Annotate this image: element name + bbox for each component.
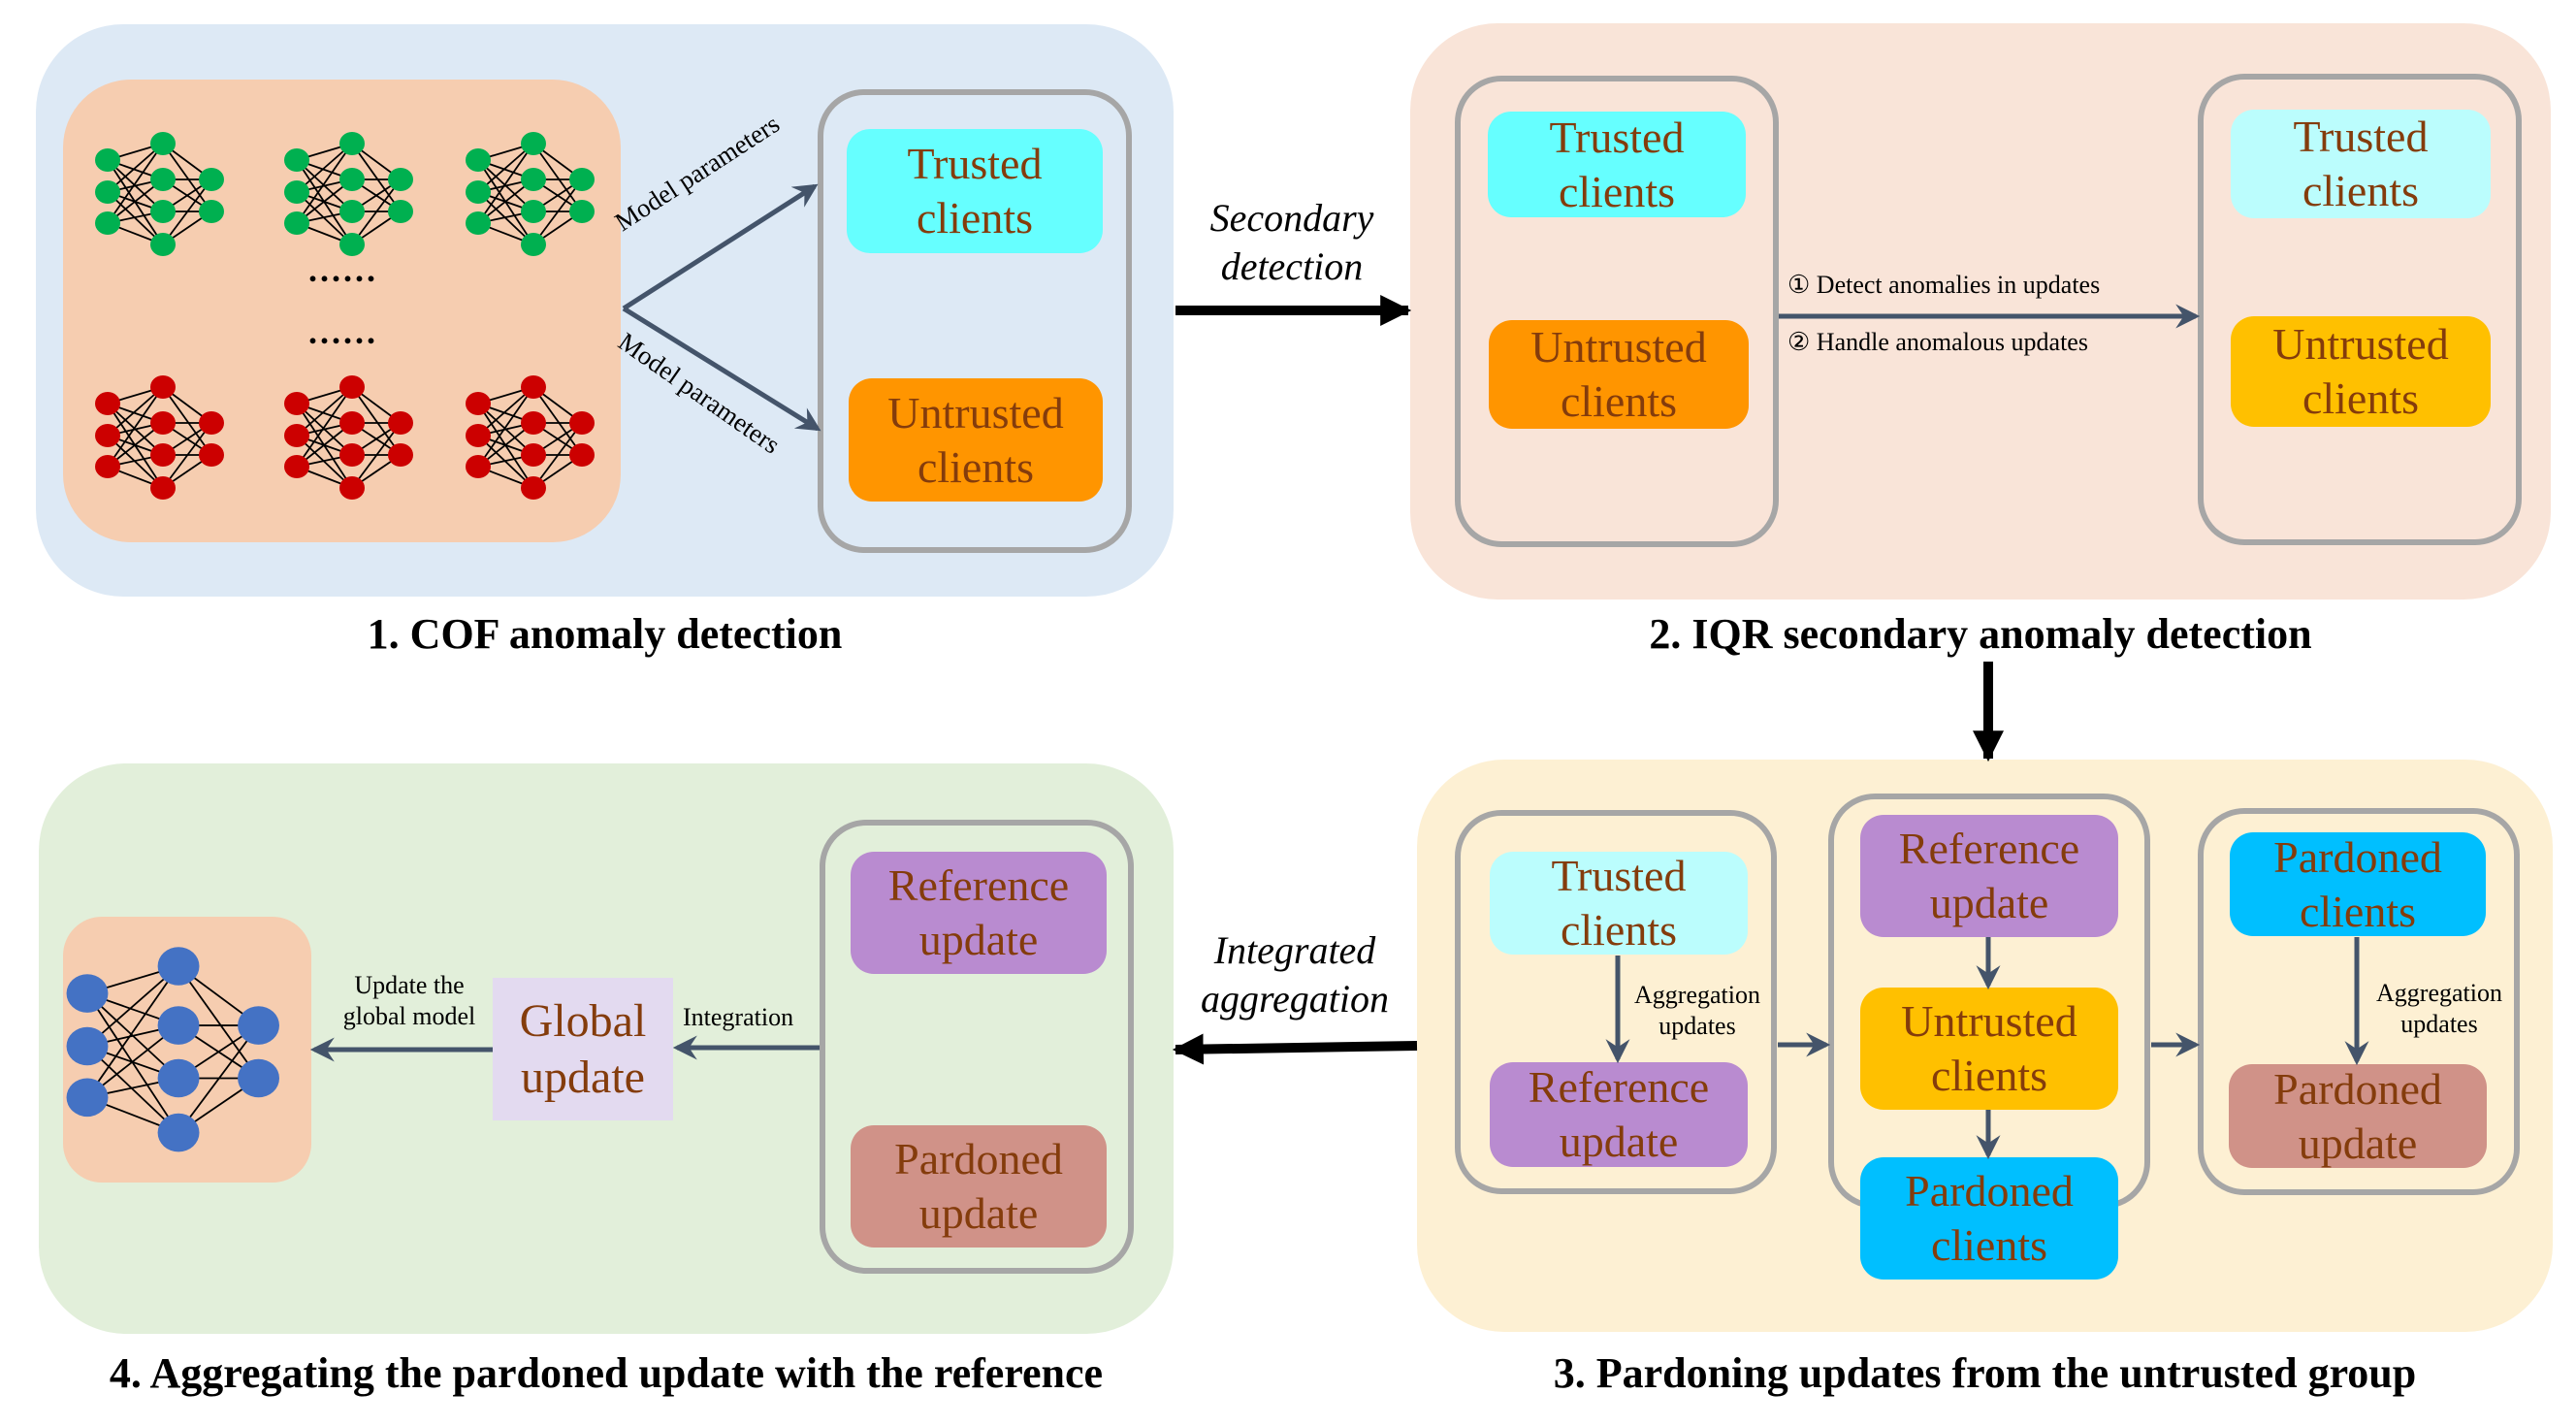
label: clients	[2302, 166, 2420, 215]
local-models-container	[63, 80, 621, 542]
panel3-caption: 3. Pardoning updates from the untrusted …	[1553, 1349, 2417, 1397]
label: Reference	[887, 860, 1070, 910]
iqr-input-group	[1455, 76, 1779, 547]
label: Untrusted	[1901, 996, 2077, 1046]
label: Pardoned	[2273, 1063, 2442, 1114]
label: Reference	[1528, 1062, 1710, 1112]
label: clients	[1560, 376, 1678, 426]
label: Aggregation	[2376, 979, 2502, 1007]
p3-reference-update-box-2: Reference update	[1860, 815, 2118, 937]
cof-result-group	[818, 89, 1132, 553]
panel4-caption: 4. Aggregating the pardoned update with …	[109, 1349, 1104, 1397]
label: update	[521, 1051, 645, 1103]
label: updates	[2400, 1010, 2478, 1038]
untrusted-label-line1: Untrusted	[887, 387, 1064, 438]
label: clients	[1930, 1051, 2048, 1100]
arrow-integrated-aggregation	[1172, 1033, 1418, 1065]
reference-update-box: Reference update	[851, 852, 1107, 974]
label: clients	[1560, 905, 1678, 955]
integrated-aggregation-label: Integrated aggregation	[1174, 926, 1416, 1023]
p3-pardoned-clients-box: Pardoned clients	[1860, 1157, 2118, 1280]
label: Untrusted	[2272, 319, 2449, 369]
trusted-clients-box: Trusted clients	[847, 129, 1103, 253]
panel1-caption: 1. COF anomaly detection	[367, 610, 843, 658]
pardoned-update-box: Pardoned update	[851, 1125, 1107, 1248]
trusted-label-line1: Trusted	[907, 139, 1043, 188]
label: Aggregation	[1634, 981, 1760, 1009]
label: clients	[1930, 1220, 2048, 1270]
label: Trusted	[1551, 851, 1687, 900]
label: Pardoned	[894, 1134, 1063, 1183]
label: update	[918, 1188, 1039, 1238]
integration-label: Integration	[683, 1003, 794, 1031]
pardon-group-pardoned	[2198, 808, 2520, 1195]
trusted-label-line2: clients	[916, 193, 1034, 243]
label: clients	[1558, 166, 1676, 216]
integrated-aggregation-line2: aggregation	[1200, 977, 1390, 1021]
global-model-container	[63, 917, 311, 1183]
p3-untrusted-clients-box: Untrusted clients	[1860, 988, 2118, 1110]
untrusted-label-line2: clients	[917, 441, 1035, 492]
label: updates	[1658, 1012, 1736, 1040]
update-global-model-label: Update the global model	[324, 970, 495, 1032]
label: update	[918, 915, 1039, 964]
iqr-output-trusted-box: Trusted clients	[2231, 110, 2491, 218]
label: clients	[2302, 373, 2420, 423]
aggregation-input-group	[820, 820, 1134, 1274]
integrated-aggregation-line1: Integrated	[1213, 928, 1376, 972]
p3-trusted-clients-box: Trusted clients	[1490, 851, 1748, 955]
g3-aggregation-label: Aggregation updates	[2357, 978, 2522, 1040]
secondary-detection-label: Secondary detection	[1174, 194, 1410, 291]
label: clients	[2299, 886, 2417, 936]
label: update	[1929, 878, 2049, 927]
label: Trusted	[1549, 112, 1685, 162]
ellipsis-top: ......	[308, 250, 378, 289]
p3-reference-update-box: Reference update	[1490, 1062, 1748, 1167]
label: Pardoned	[2273, 831, 2442, 882]
label: Update the	[354, 971, 465, 999]
step-detect-anomalies: ① Detect anomalies in updates	[1787, 271, 2101, 299]
iqr-output-group	[2198, 74, 2522, 545]
label: Pardoned	[1905, 1166, 2074, 1215]
pardon-group-trusted	[1455, 810, 1777, 1194]
label: global model	[342, 1002, 476, 1030]
g1-aggregation-label: Aggregation updates	[1620, 980, 1775, 1042]
label: Global	[519, 994, 647, 1047]
label: Trusted	[2293, 112, 2429, 161]
label: update	[2298, 1118, 2418, 1168]
panel2-caption: 2. IQR secondary anomaly detection	[1649, 610, 2312, 658]
secondary-detection-line2: detection	[1220, 244, 1364, 288]
secondary-detection-line1: Secondary	[1209, 196, 1374, 240]
label: Untrusted	[1530, 322, 1707, 372]
label: Reference	[1898, 824, 2080, 873]
step-handle-anomalies: ② Handle anomalous updates	[1787, 328, 2088, 356]
label: update	[1559, 1117, 1679, 1166]
ellipsis-bottom: ......	[308, 312, 378, 351]
